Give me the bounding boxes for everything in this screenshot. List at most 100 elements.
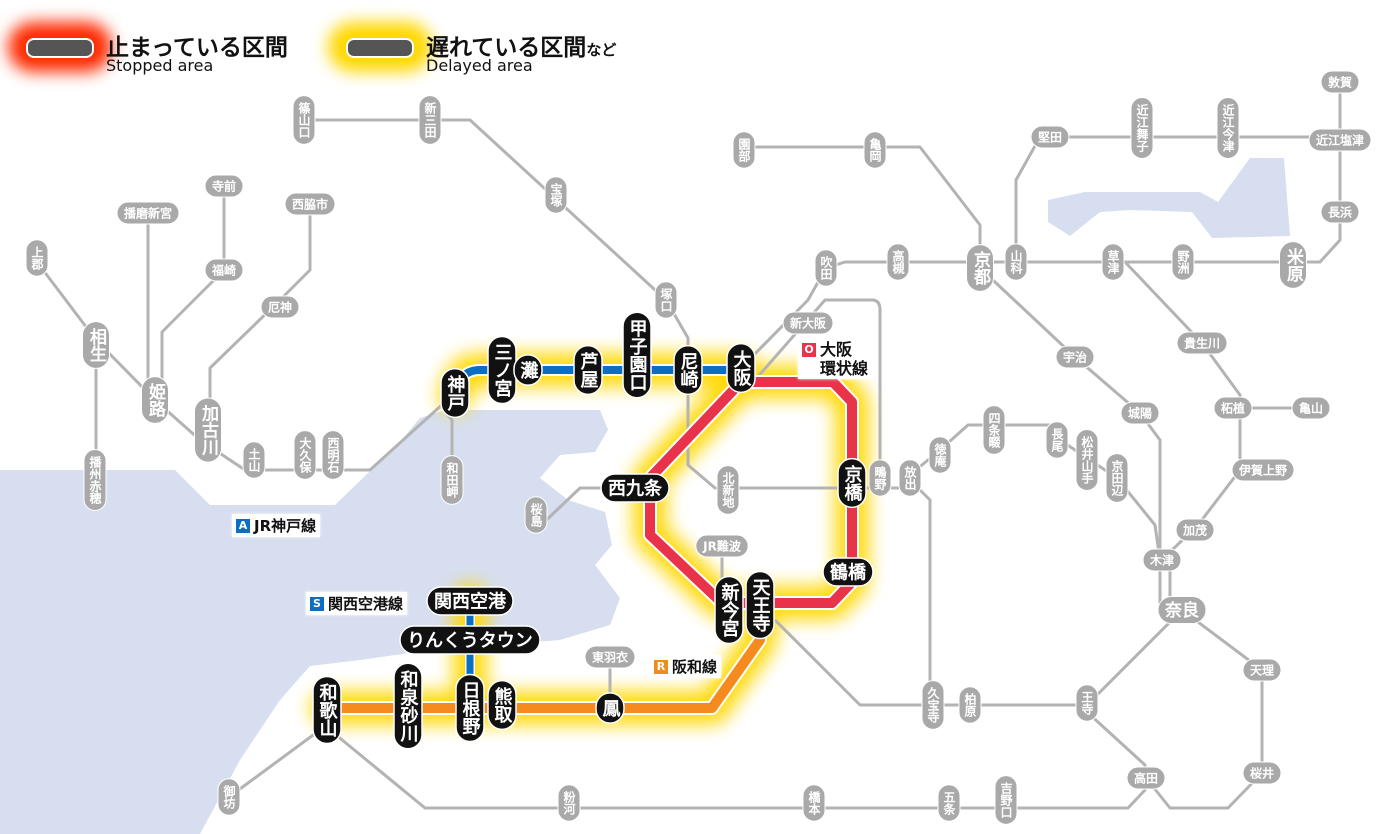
station-name: 木津 [1149, 552, 1174, 567]
station-minor[interactable]: 城陽 [1120, 401, 1160, 425]
station-minor[interactable]: 北新地 [716, 465, 740, 515]
station-minor[interactable]: 大久保 [293, 430, 317, 480]
station-name: 和田岬 [445, 461, 459, 499]
station-name: 吹田 [819, 255, 833, 281]
station-minor[interactable]: 和田岬 [440, 455, 464, 505]
station-minor[interactable]: 桜島 [524, 496, 548, 534]
station-major[interactable]: 天王寺 [745, 570, 775, 640]
station-major[interactable]: 神戸 [440, 367, 470, 419]
station-major[interactable]: 京橋 [837, 457, 867, 509]
station-minor[interactable]: 吉野口 [994, 775, 1018, 825]
station-major[interactable]: 日根野 [455, 673, 485, 743]
station-major[interactable]: 和泉砂川 [393, 662, 423, 750]
station-minor[interactable]: 五条 [937, 784, 961, 822]
station-minor[interactable]: 園部 [732, 131, 756, 169]
station-major[interactable]: 芦屋 [573, 344, 603, 396]
station-minor[interactable]: 厄神 [260, 295, 300, 319]
station-pill [1176, 331, 1228, 355]
station-minor[interactable]: 野洲 [1171, 243, 1195, 281]
line-label-hanwa[interactable]: R 阪和線 [650, 655, 722, 678]
station-minor[interactable]: 山科 [1004, 243, 1028, 281]
station-minor[interactable]: 加古川 [194, 397, 222, 463]
station-minor[interactable]: 亀岡 [863, 131, 887, 169]
station-major[interactable]: 大阪 [726, 342, 756, 394]
station-minor[interactable]: 新三田 [418, 95, 442, 145]
station-minor[interactable]: 相生 [82, 321, 110, 369]
station-major[interactable]: 熊取 [487, 679, 517, 731]
station-major[interactable]: 三ノ宮 [487, 335, 517, 405]
station-minor[interactable]: 橋本 [802, 784, 826, 822]
station-minor[interactable]: 西脇市 [284, 192, 336, 216]
station-minor[interactable]: 近江舞子 [1130, 97, 1154, 159]
station-minor[interactable]: 伊賀上野 [1231, 458, 1295, 482]
station-minor[interactable]: 福崎 [204, 258, 244, 282]
station-minor[interactable]: 長浜 [1320, 200, 1360, 224]
line-label-osaka-loop[interactable]: O 大阪環状線 [798, 339, 873, 379]
station-minor[interactable]: 宝塚 [544, 176, 568, 214]
station-major[interactable]: 和歌山 [312, 675, 342, 745]
station-minor[interactable]: 亀山 [1291, 396, 1331, 420]
line-name: 大阪環状線 [820, 340, 868, 378]
station-major[interactable]: 鳳 [595, 692, 625, 724]
station-minor[interactable]: 王寺 [1075, 684, 1099, 722]
station-minor[interactable]: 四条畷 [982, 405, 1006, 455]
station-name: りんくうタウン [407, 630, 533, 651]
station-major[interactable]: 甲子園口 [622, 311, 652, 399]
station-minor[interactable]: 粉河 [557, 784, 581, 822]
station-minor[interactable]: 御坊 [217, 778, 241, 816]
station-minor[interactable]: 東羽衣 [584, 645, 636, 669]
station-pill [937, 784, 961, 822]
station-minor[interactable]: 草津 [1101, 243, 1125, 281]
station-minor[interactable]: 放出 [898, 459, 922, 497]
station-major[interactable]: 灘 [513, 354, 543, 386]
station-major[interactable]: りんくうタウン [399, 625, 541, 655]
station-minor[interactable]: 播州赤穂 [83, 449, 107, 511]
station-major[interactable]: 西九条 [600, 473, 670, 503]
station-minor[interactable]: 篠山口 [292, 95, 316, 145]
station-minor[interactable]: 柘植 [1213, 396, 1253, 420]
station-minor[interactable]: 堅田 [1030, 125, 1070, 149]
station-name: 吉野口 [999, 781, 1013, 819]
station-minor[interactable]: 塚口 [654, 281, 678, 319]
line-label-kansai-airport[interactable]: S 関西空港線 [306, 592, 408, 615]
station-minor[interactable]: 久宝寺 [921, 680, 945, 730]
station-minor[interactable]: 宇治 [1055, 345, 1095, 369]
station-minor[interactable]: 徳庵 [928, 436, 952, 474]
station-major[interactable]: 尼崎 [673, 344, 703, 396]
station-minor[interactable]: 敦賀 [1320, 70, 1360, 94]
station-minor[interactable]: 奈良 [1157, 596, 1207, 624]
station-minor[interactable]: 播磨新宮 [116, 201, 180, 225]
station-minor[interactable]: 新大阪 [782, 311, 834, 335]
station-minor[interactable]: JR難波 [695, 534, 749, 558]
station-minor[interactable]: 貴生川 [1176, 331, 1228, 355]
station-major[interactable]: 鶴橋 [822, 557, 874, 587]
station-minor[interactable]: 加茂 [1175, 518, 1215, 542]
station-name: 甲子園口 [627, 319, 648, 391]
station-minor[interactable]: 高田 [1126, 766, 1166, 790]
station-minor[interactable]: 近江今津 [1216, 97, 1240, 159]
station-minor[interactable]: 木津 [1142, 548, 1182, 572]
station-minor[interactable]: 吹田 [814, 249, 838, 287]
station-minor[interactable]: 松井山手 [1075, 429, 1099, 491]
station-minor[interactable]: 寺前 [204, 174, 244, 198]
station-minor[interactable]: 土山 [242, 441, 266, 479]
station-minor[interactable]: 京田辺 [1105, 453, 1129, 503]
station-minor[interactable]: 鴫野 [868, 459, 892, 497]
station-minor[interactable]: 高槻 [886, 243, 910, 281]
station-minor[interactable]: 京都 [966, 244, 994, 292]
station-minor[interactable]: 天理 [1242, 658, 1282, 682]
legend-delayed-ja: 遅れている区間など [426, 28, 616, 62]
station-major[interactable]: 新今宮 [714, 575, 744, 645]
station-minor[interactable]: 近江塩津 [1308, 128, 1372, 152]
station-minor[interactable]: 米原 [1279, 241, 1307, 289]
station-minor[interactable]: 西明石 [321, 430, 345, 480]
station-pill [584, 645, 636, 669]
station-minor[interactable]: 柏原 [958, 686, 982, 724]
station-minor[interactable]: 桜井 [1242, 761, 1282, 785]
station-major[interactable]: 関西空港 [426, 586, 514, 616]
station-minor[interactable]: 長尾 [1045, 421, 1069, 459]
line-badge-a: A [236, 518, 250, 533]
station-minor[interactable]: 姫路 [141, 376, 169, 424]
station-minor[interactable]: 上郡 [25, 239, 49, 277]
line-label-kobe[interactable]: A JR神戸線 [232, 514, 321, 537]
